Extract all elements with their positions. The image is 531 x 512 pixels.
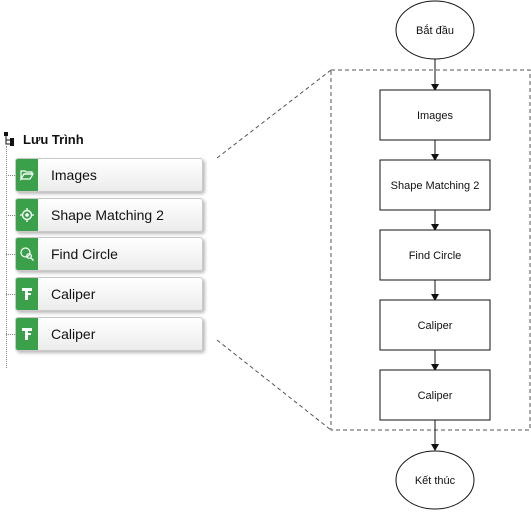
tree-item-label: Find Circle <box>51 246 118 262</box>
flow-step-label: Shape Matching 2 <box>391 180 480 192</box>
tree-item-label: Caliper <box>51 326 96 342</box>
caliper-icon <box>16 278 38 310</box>
start-label: Bắt đầu <box>416 24 454 37</box>
tree-item-caliper-2[interactable]: Caliper <box>15 317 203 351</box>
tree-item-shape-matching[interactable]: Shape Matching 2 <box>15 198 203 232</box>
tree-item-label: Shape Matching 2 <box>51 207 164 223</box>
folder-open-icon <box>16 159 38 191</box>
tree-tick <box>6 175 15 176</box>
tree-tick <box>6 294 15 295</box>
flow-step-label: Caliper <box>418 390 453 402</box>
tree-tick <box>6 215 15 216</box>
end-label: Kết thúc <box>415 475 456 487</box>
zoom-connector-bottom <box>216 339 332 431</box>
tree-tick <box>6 254 15 255</box>
tree-item-images[interactable]: Images <box>15 158 203 192</box>
flow-step-images[interactable] <box>379 89 491 141</box>
flow-step-caliper-2[interactable] <box>379 369 491 421</box>
flow-step-caliper[interactable] <box>379 299 491 351</box>
tree-connector <box>6 146 7 368</box>
end-node[interactable] <box>395 450 475 510</box>
tree-item-find-circle[interactable]: Find Circle <box>15 237 203 271</box>
tree-item-label: Images <box>51 167 97 183</box>
zoom-frame <box>330 69 531 431</box>
tree-item-caliper[interactable]: Caliper <box>15 277 203 311</box>
tree-header: Lưu Trình <box>4 129 84 149</box>
tree-title: Lưu Trình <box>23 131 84 147</box>
flow-step-label: Caliper <box>418 320 453 332</box>
target-icon <box>16 199 38 231</box>
flow-step-shape-matching[interactable] <box>379 159 491 211</box>
tree-tick <box>6 334 15 335</box>
tree-icon <box>4 132 18 146</box>
caliper-icon <box>16 318 38 350</box>
flow-step-label: Find Circle <box>409 250 462 262</box>
search-circle-icon <box>16 238 38 270</box>
zoom-connector-top <box>216 69 332 159</box>
flow-step-find-circle[interactable] <box>379 229 491 281</box>
flow-step-label: Images <box>417 110 454 122</box>
tree-item-label: Caliper <box>51 286 96 302</box>
